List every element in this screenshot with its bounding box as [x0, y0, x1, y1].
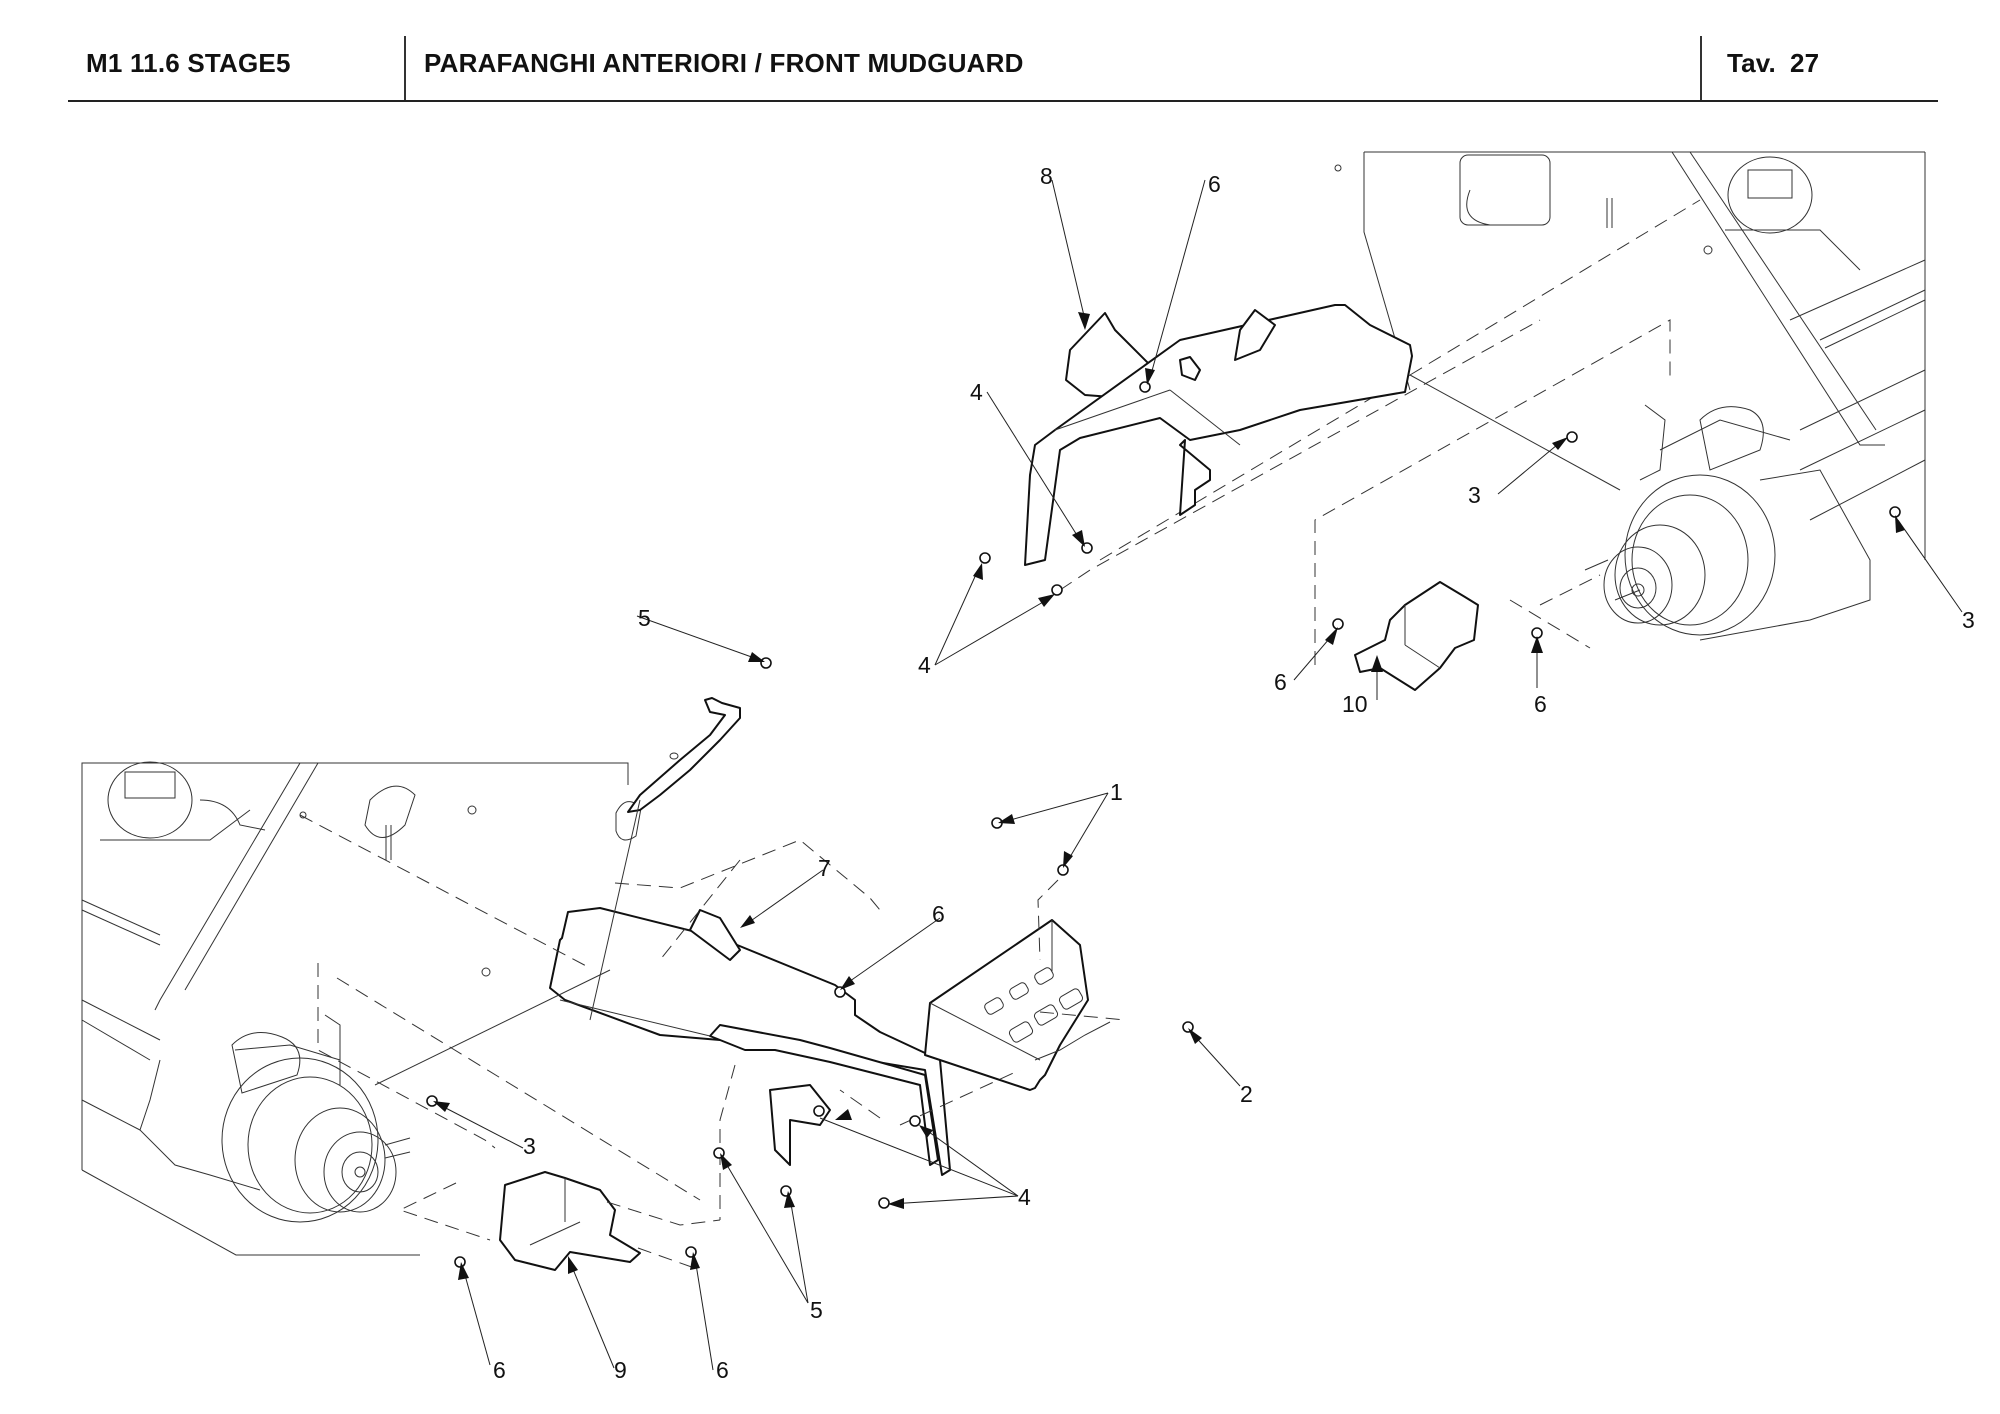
part-9-lower-cover	[499, 1171, 641, 1271]
callout-5: 5	[638, 605, 651, 631]
callout-6: 6	[932, 901, 945, 927]
upper-fasteners	[979, 381, 1901, 639]
callout-4: 4	[970, 379, 983, 405]
part-5-bracket	[627, 697, 741, 813]
title-block: M1 11.6 STAGE5 PARAFANGHI ANTERIORI / FR…	[0, 0, 2000, 102]
bolt-2	[1182, 1021, 1194, 1033]
nut-6	[1139, 381, 1151, 393]
callout-6: 6	[1534, 691, 1547, 717]
callout-6: 6	[493, 1357, 506, 1383]
title-block-divider	[404, 36, 406, 102]
bolt-1	[1057, 864, 1069, 876]
nut-5	[760, 657, 772, 669]
bolt-3	[1566, 431, 1578, 443]
lower-leader-lines	[433, 615, 1241, 1371]
table-number: Tav. 27	[1727, 48, 1819, 79]
callout-2: 2	[1240, 1081, 1253, 1107]
page-title: PARAFANGHI ANTERIORI / FRONT MUDGUARD	[424, 48, 1024, 78]
lower-chassis-frame	[81, 761, 642, 1256]
bolt-4	[878, 1197, 890, 1209]
table-number-value: 27	[1789, 48, 1820, 78]
upper-callouts: 8 6 4 4 3 3 6 10 6	[918, 163, 1975, 717]
nut-6	[1332, 618, 1344, 630]
callout-3: 3	[1468, 482, 1481, 508]
callout-3: 3	[1962, 607, 1975, 633]
nut-6	[454, 1256, 466, 1268]
part-8-upper-mudguard	[1024, 304, 1413, 566]
table-label: Tav.	[1727, 48, 1776, 78]
lower-assembly-lines	[299, 799, 1126, 1271]
model-name: M1 11.6 STAGE5	[86, 48, 291, 78]
upper-leader-lines	[934, 179, 1963, 700]
bolt-4	[813, 1105, 825, 1117]
callout-4: 4	[918, 652, 931, 678]
callout-3: 3	[523, 1133, 536, 1159]
nut-6	[834, 986, 846, 998]
lower-callouts: 5 1 7 6 2 3 4 5 6 9 6	[493, 605, 1253, 1383]
step-plate	[924, 919, 1111, 1091]
callout-1: 1	[1110, 779, 1123, 805]
bolt-4	[1051, 584, 1063, 596]
bolt-4	[979, 552, 991, 564]
header-rule	[68, 100, 1938, 102]
upper-chassis-frame	[1334, 151, 1926, 641]
callout-8: 8	[1040, 163, 1053, 189]
part-10-upper-cover	[1354, 581, 1479, 691]
bolt-3	[1889, 506, 1901, 518]
bolt-4	[909, 1115, 921, 1127]
bolt-3	[426, 1095, 438, 1107]
callout-6: 6	[1208, 171, 1221, 197]
callout-7: 7	[818, 855, 831, 881]
callout-4: 4	[1018, 1184, 1031, 1210]
callout-10: 10	[1342, 691, 1368, 717]
upper-assembly-lines	[1059, 199, 1701, 665]
callout-6: 6	[1274, 669, 1287, 695]
callout-6: 6	[716, 1357, 729, 1383]
part-7-lower-mudguard	[549, 907, 951, 1176]
callout-9: 9	[614, 1357, 627, 1383]
callout-5: 5	[810, 1297, 823, 1323]
title-block-divider	[1700, 36, 1702, 102]
